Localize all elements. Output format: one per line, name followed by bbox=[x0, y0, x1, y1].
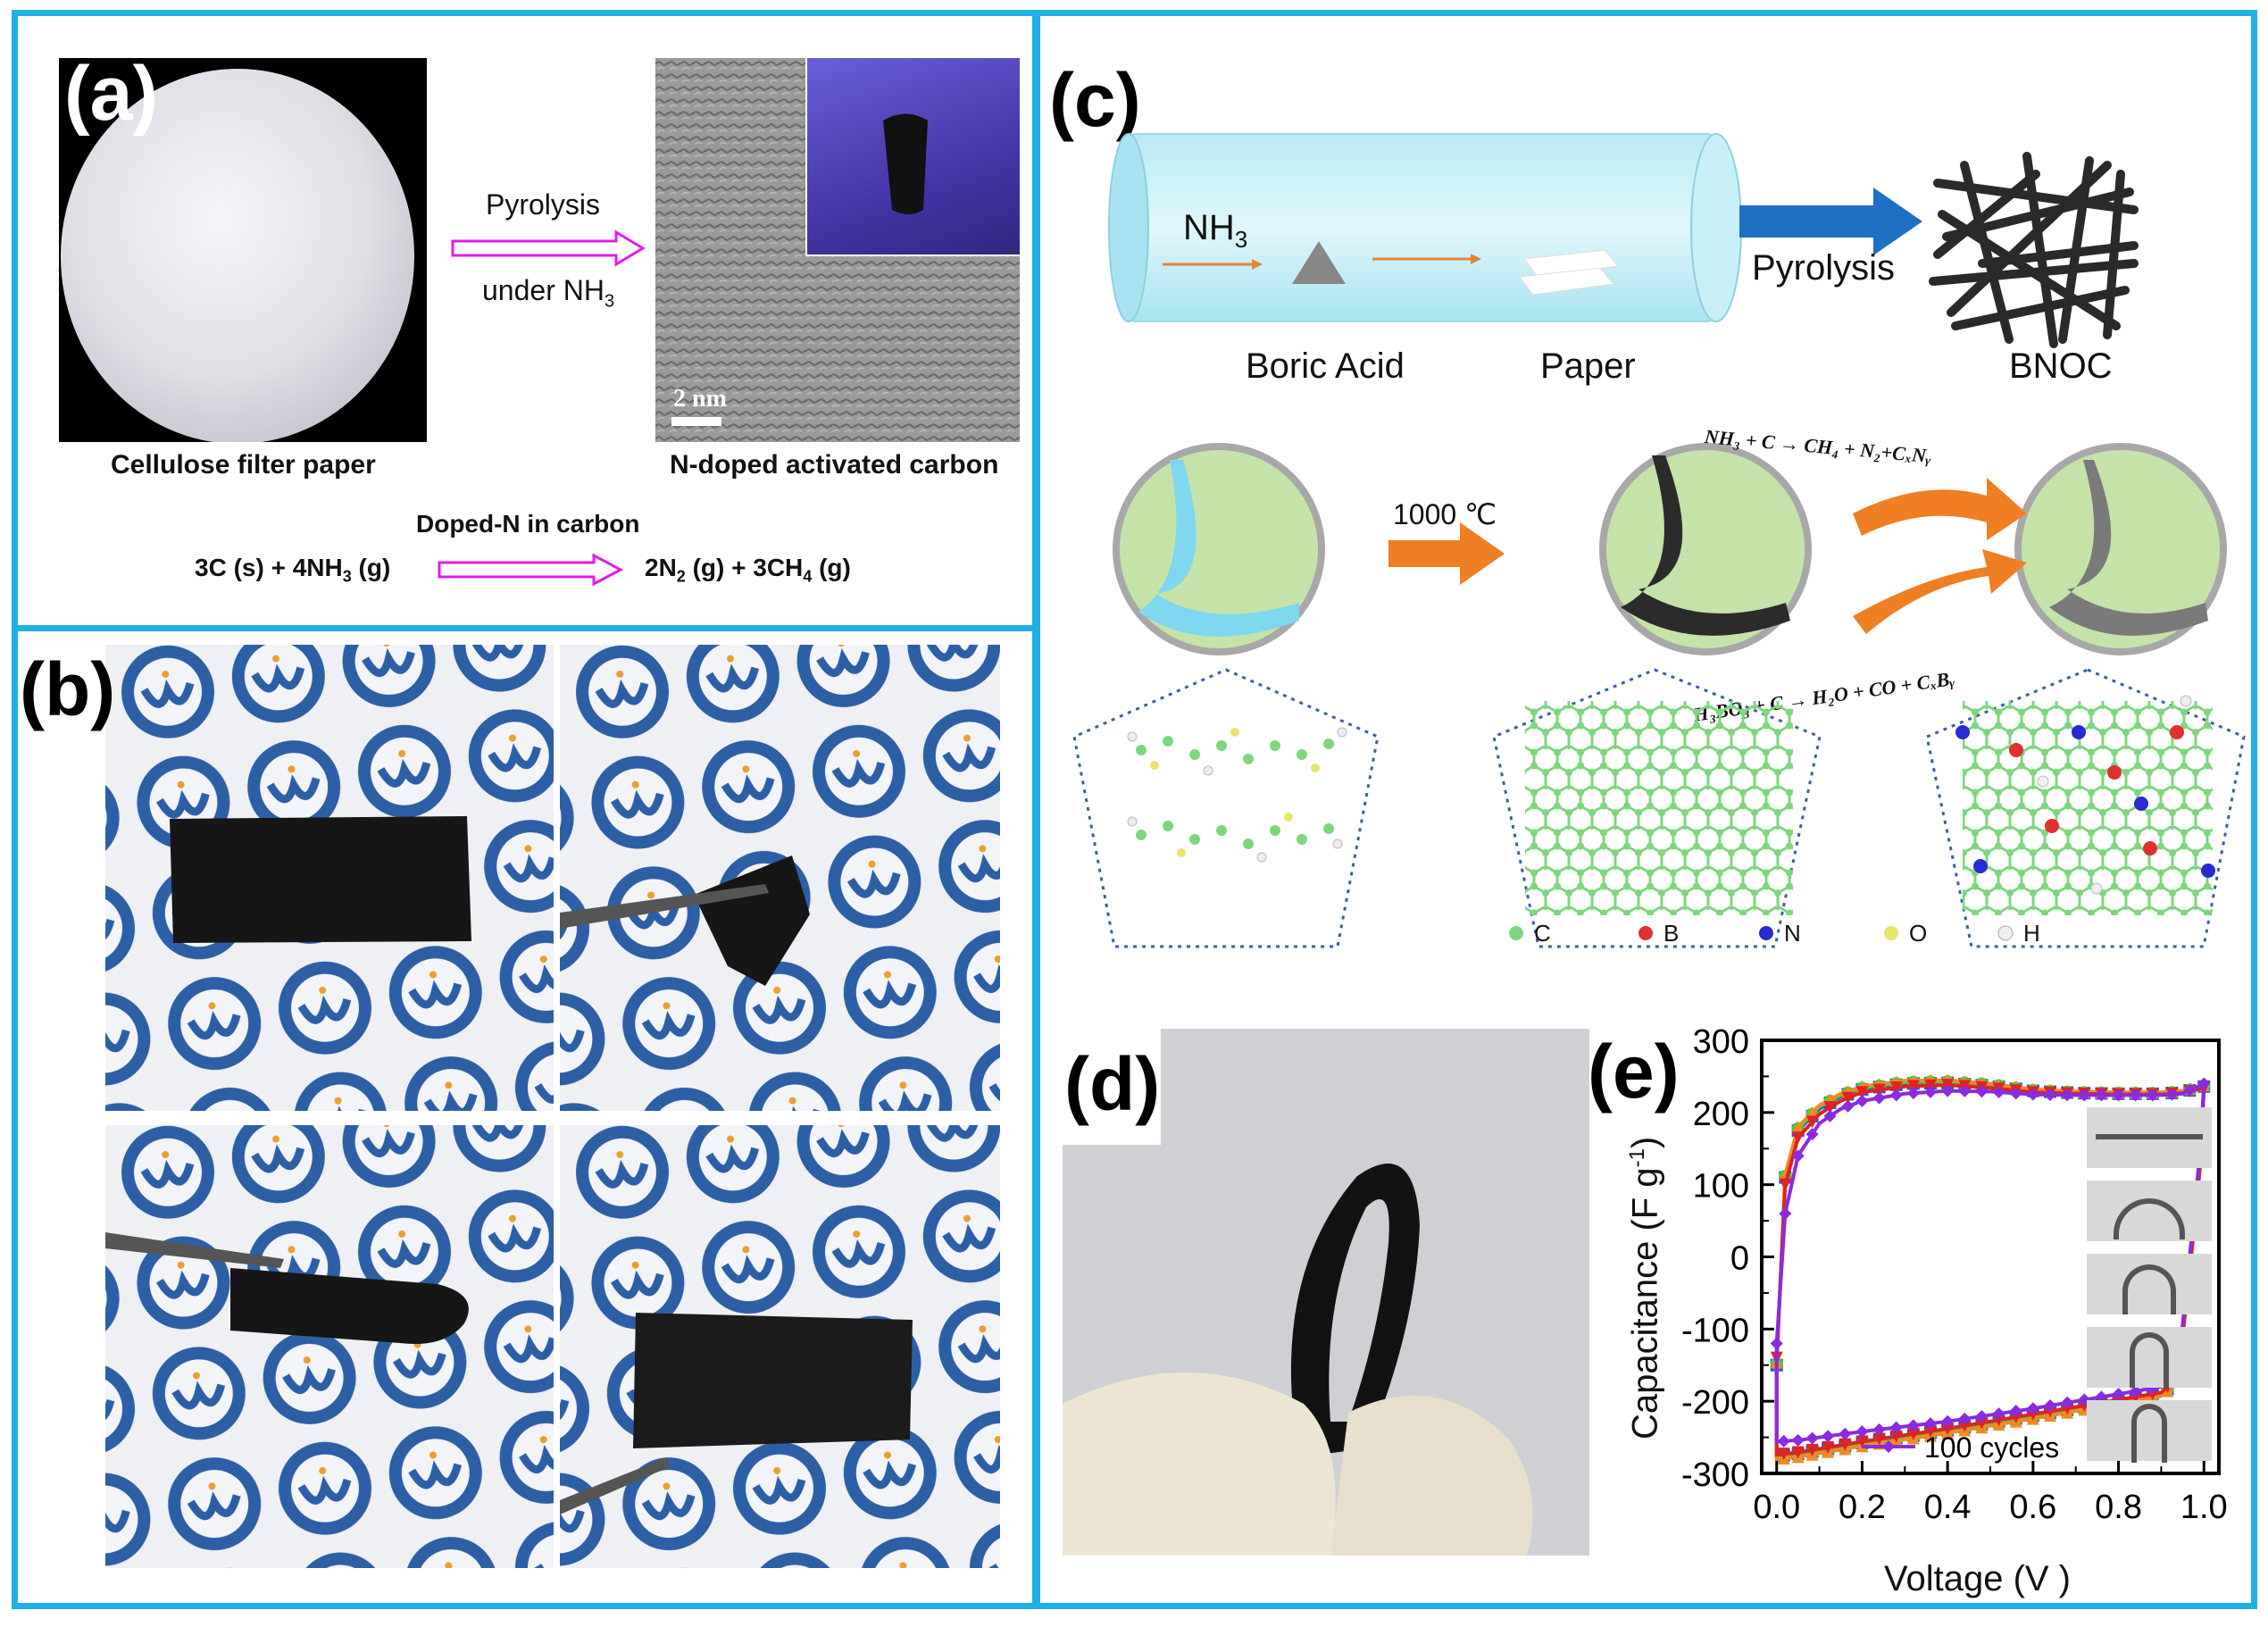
equation-title: Doped-N in carbon bbox=[416, 510, 640, 538]
legend-o-dot bbox=[1884, 926, 1898, 940]
panel-c-label: (c) bbox=[1049, 58, 1141, 142]
equation-arrow bbox=[438, 553, 624, 587]
panel-cde-frame bbox=[1034, 10, 2257, 1609]
legend-n-dot bbox=[1759, 926, 1773, 940]
legend-b-label: B bbox=[1663, 920, 1680, 947]
bending-inset-photos bbox=[2087, 1107, 2212, 1469]
b-photo-rolled-tube bbox=[560, 1125, 1000, 1568]
pyrolysis-blue-arrow bbox=[1739, 188, 1922, 255]
scale-bar bbox=[671, 417, 721, 426]
paper-label: Paper bbox=[1540, 346, 1636, 386]
under-nh3-label: under NH3 bbox=[482, 274, 615, 312]
equation-left: 3C (s) + 4NH3 (g) bbox=[195, 554, 391, 586]
b-photo-tweezers-corner bbox=[560, 645, 1000, 1111]
b-photo-tweezers-roll bbox=[105, 1125, 554, 1568]
e-ylabel: Capacitance (F g-1) bbox=[1625, 1136, 1665, 1439]
c-pyrolysis-label: Pyrolysis bbox=[1752, 248, 1896, 288]
filter-paper-caption: Cellulose filter paper bbox=[111, 450, 376, 480]
transformation-circles bbox=[1113, 443, 2227, 655]
legend-n-label: N bbox=[1784, 920, 1801, 947]
equation-right: 2N2 (g) + 3CH4 (g) bbox=[645, 554, 851, 586]
panel-d-label: (d) bbox=[1064, 1042, 1161, 1126]
panel-a-label: (a) bbox=[64, 51, 159, 137]
legend-h-dot bbox=[1997, 925, 2014, 941]
legend-o-label: O bbox=[1909, 920, 1928, 947]
panel-e-label: (e) bbox=[1588, 1030, 1680, 1114]
n-doped-carbon-caption: N-doped activated carbon bbox=[670, 450, 999, 480]
bnoc-label: BNOC bbox=[2009, 346, 2113, 386]
furnace-tube bbox=[1108, 133, 1742, 322]
filter-paper-photo bbox=[59, 58, 427, 442]
tem-image: 2 nm bbox=[655, 58, 1020, 442]
tem-inset-photo bbox=[805, 58, 1020, 256]
temperature-label: 1000 ℃ bbox=[1393, 498, 1497, 530]
e-xlabel: Voltage (V ) bbox=[1884, 1559, 2072, 1598]
molecular-structures bbox=[1072, 668, 2246, 948]
panel-b-label: (b) bbox=[20, 647, 116, 731]
pyrolysis-label: Pyrolysis bbox=[486, 188, 601, 221]
legend-c-dot bbox=[1509, 926, 1523, 940]
bnoc-fiber-mesh bbox=[1929, 152, 2139, 348]
scale-bar-label: 2 nm bbox=[673, 385, 727, 413]
legend-h-label: H bbox=[2023, 920, 2040, 947]
nh3-gas-label: NH3 bbox=[1183, 208, 1248, 253]
flexible-film-photo bbox=[1063, 1029, 1589, 1556]
legend-c-label: C bbox=[1534, 920, 1551, 947]
b-photo-flat bbox=[105, 645, 554, 1111]
pyrolysis-arrow bbox=[451, 229, 646, 267]
legend-b-dot bbox=[1638, 926, 1653, 940]
boric-acid-label: Boric Acid bbox=[1246, 346, 1405, 386]
